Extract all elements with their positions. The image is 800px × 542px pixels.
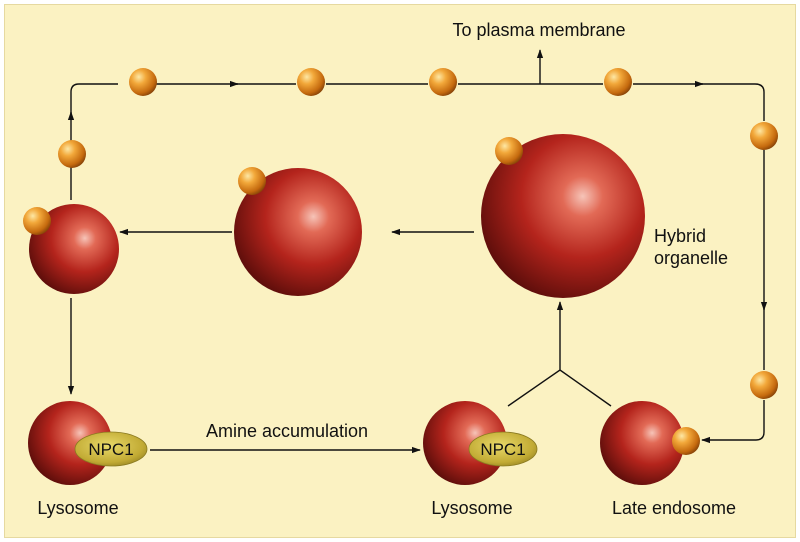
vesicle xyxy=(750,371,778,399)
small-lysosome xyxy=(29,204,119,294)
lysosome-left xyxy=(28,401,112,485)
vesicle xyxy=(604,68,632,96)
vesicle-on-middle xyxy=(238,167,266,195)
top-line-right-corner xyxy=(700,83,765,121)
vesicle xyxy=(750,122,778,150)
vesicle-on-hybrid xyxy=(495,137,523,165)
npc1-left-protein: NPC1 xyxy=(74,431,148,467)
late-endosome xyxy=(600,401,684,485)
npc1-left-label: NPC1 xyxy=(88,440,133,459)
vesicle xyxy=(297,68,325,96)
lysosome-left-label: Lysosome xyxy=(37,498,118,518)
hybrid-organelle-label-line2: organelle xyxy=(654,248,728,268)
npc1-right-protein: NPC1 xyxy=(468,431,538,467)
npc1-right-label: NPC1 xyxy=(480,440,525,459)
amine-accumulation-label: Amine accumulation xyxy=(206,421,368,441)
fusion-fork xyxy=(507,302,612,407)
vesicles-group xyxy=(23,68,778,455)
vesicle xyxy=(58,140,86,168)
hybrid-organelle xyxy=(481,134,645,298)
late-endosome-label: Late endosome xyxy=(612,498,736,518)
arrows-group xyxy=(67,49,768,454)
vesicle-on-small-lysosome xyxy=(23,207,51,235)
middle-organelle xyxy=(234,168,362,296)
lysosome-right-label: Lysosome xyxy=(431,498,512,518)
top-line-left-corner xyxy=(70,83,118,114)
vesicle-on-late-endosome xyxy=(672,427,700,455)
hybrid-organelle-label-line1: Hybrid xyxy=(654,226,706,246)
plasma-membrane-label: To plasma membrane xyxy=(452,20,625,40)
vesicle xyxy=(429,68,457,96)
arrow-into-late-endosome xyxy=(701,400,765,444)
vesicle xyxy=(129,68,157,96)
